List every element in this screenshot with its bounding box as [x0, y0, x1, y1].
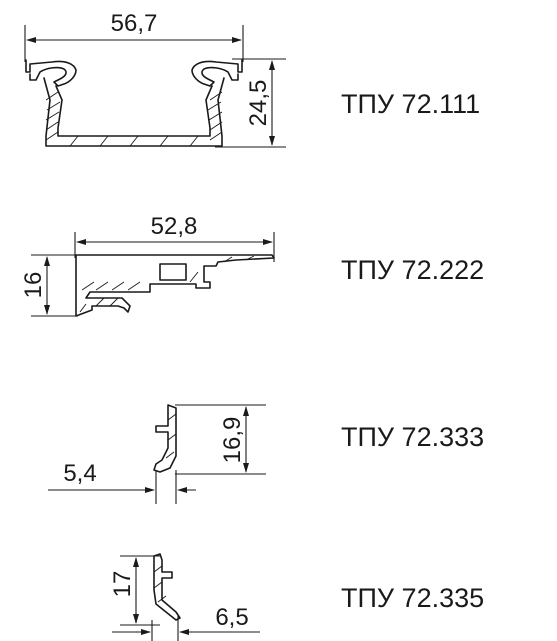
height-dimension: 16	[20, 254, 78, 317]
height-label: 16	[20, 272, 47, 299]
profile-code: ТПУ 72.111	[341, 89, 480, 119]
profile-72-111: 56,7 24,5	[24, 10, 480, 148]
profile-code: ТПУ 72.222	[341, 255, 484, 285]
height-dimension: 24,5	[215, 58, 286, 148]
step-profile-shape	[75, 254, 275, 317]
width-dimension: 56,7	[24, 10, 244, 62]
profile-72-335: 17 6,5 ТПУ 72.335	[109, 553, 484, 641]
profile-code: ТПУ 72.335	[341, 583, 484, 613]
height-dimension: 16,9	[175, 404, 266, 475]
width-label: 56,7	[111, 10, 158, 37]
clip-profile-shape	[153, 404, 177, 473]
width-dimension: 52,8	[74, 213, 275, 262]
profile-code: ТПУ 72.333	[341, 422, 484, 452]
height-label: 24,5	[245, 80, 272, 127]
width-dimension: 6,5	[112, 604, 260, 641]
width-dimension: 5,4	[48, 460, 196, 504]
width-label: 52,8	[151, 213, 198, 240]
profile-72-333: 16,9 5,4 ТПУ 72.333	[48, 404, 484, 504]
width-label: 6,5	[215, 604, 248, 631]
height-label: 17	[109, 571, 136, 598]
width-label: 5,4	[63, 460, 96, 487]
height-dimension: 17	[109, 555, 160, 626]
clip-profile-shape	[153, 553, 181, 621]
channel-profile-shape	[25, 59, 243, 147]
profile-72-222: 52,8 16 ТПУ 72.222	[20, 213, 484, 317]
height-label: 16,9	[219, 417, 246, 464]
